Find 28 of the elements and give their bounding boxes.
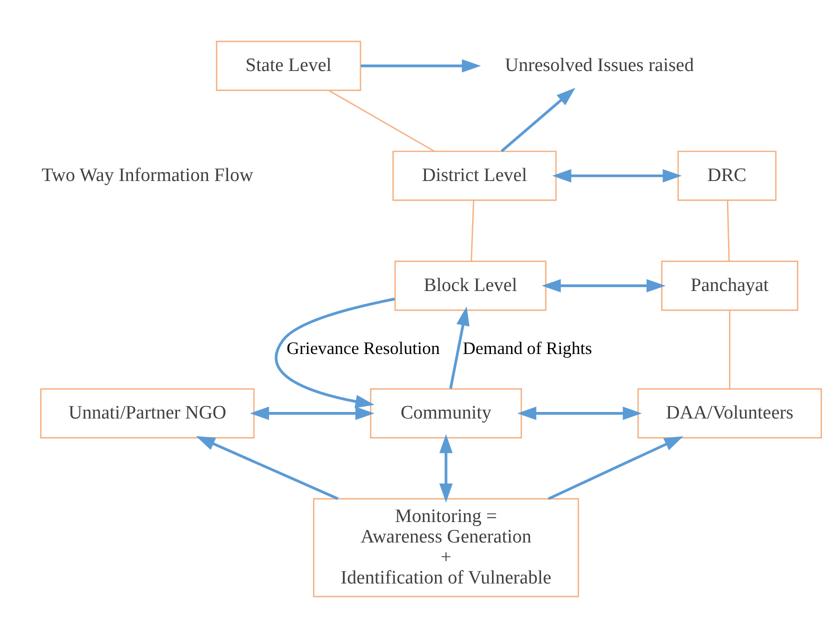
arrow <box>542 279 666 292</box>
arrow <box>250 406 374 420</box>
node-box: District Level <box>392 150 557 201</box>
arrow <box>196 436 339 500</box>
node-box: Monitoring = Awareness Generation + Identification of Vulnerable <box>312 498 580 598</box>
arrow <box>552 169 682 182</box>
node-box: Community <box>370 388 522 438</box>
arrow <box>548 436 684 500</box>
arrow <box>449 306 470 389</box>
arrow <box>274 298 395 408</box>
arrow <box>517 406 642 420</box>
arrow <box>439 434 453 503</box>
node-box: Block Level <box>394 260 546 311</box>
node-text: Unresolved Issues raised <box>504 54 694 76</box>
node-box: DRC <box>677 150 776 201</box>
connector <box>328 90 435 152</box>
label: Two Way Information Flow <box>42 164 254 186</box>
edge-label: Grievance Resolution <box>286 338 440 358</box>
node-box: Panchayat <box>661 260 798 311</box>
connector <box>470 200 474 262</box>
node-box: State Level <box>216 40 362 91</box>
arrow <box>500 88 576 152</box>
node-box: DAA/Volunteers <box>637 388 822 438</box>
node-box: Unnati/Partner NGO <box>40 388 255 438</box>
connector <box>729 310 730 389</box>
arrow <box>360 59 481 73</box>
edge-label: Demand of Rights <box>462 338 592 358</box>
connector <box>726 200 730 262</box>
